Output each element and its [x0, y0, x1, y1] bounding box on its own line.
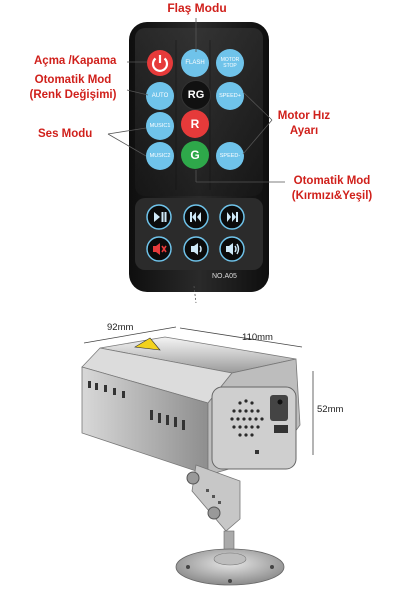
- previous-icon[interactable]: [183, 204, 209, 230]
- rg-button-label: RG: [187, 89, 205, 101]
- motor-stop-button[interactable]: MOTOR STOP: [216, 49, 244, 77]
- flash-button[interactable]: FLASH: [181, 49, 209, 77]
- music2-button-label: MUSIC2: [149, 153, 171, 159]
- green-button[interactable]: G: [181, 141, 209, 169]
- auto-button-label: AUTO: [151, 93, 169, 99]
- depth-dimension-label: 92mm: [107, 322, 134, 333]
- motor-speed-label-line1: Motor Hız: [277, 110, 331, 122]
- green-button-label: G: [190, 148, 200, 162]
- music2-button[interactable]: MUSIC2: [146, 142, 174, 170]
- flash-mode-label: Flaş Modu: [167, 1, 227, 15]
- speed-minus-button[interactable]: SPEED-: [216, 142, 244, 170]
- flash-button-label: FLASH: [185, 60, 205, 66]
- laser-projector: [81, 326, 314, 586]
- power-button[interactable]: [146, 49, 174, 77]
- play-pause-icon[interactable]: [146, 204, 172, 230]
- auto-rg-label-line2: (Kırmızı&Yeşil): [291, 190, 373, 202]
- callout-lines: [107, 18, 285, 304]
- volume-up-icon[interactable]: [219, 236, 245, 262]
- auto-mode-label-line1: Otomatik Mod: [34, 74, 112, 86]
- mute-icon[interactable]: [146, 236, 172, 262]
- auto-mode-label-line2: (Renk Değişimi): [29, 89, 117, 101]
- speed-plus-button[interactable]: SPEED+: [216, 82, 244, 110]
- width-dimension-label: 110mm: [242, 332, 273, 343]
- height-dimension-label: 52mm: [317, 404, 344, 415]
- sound-mode-label: Ses Modu: [38, 128, 93, 140]
- model-label: NO.A05: [212, 273, 237, 280]
- volume-down-icon[interactable]: [183, 236, 209, 262]
- auto-rg-label-line1: Otomatik Mod: [293, 175, 371, 187]
- motor-speed-label-line2: Ayarı: [289, 125, 319, 137]
- red-button-label: R: [190, 117, 200, 131]
- motor-stop-button-label: MOTOR STOP: [220, 57, 240, 69]
- speed-minus-button-label: SPEED-: [219, 153, 241, 159]
- music1-button-label: MUSIC1: [149, 123, 171, 129]
- speed-plus-button-label: SPEED+: [219, 93, 241, 99]
- red-button[interactable]: R: [181, 110, 209, 138]
- rg-button[interactable]: RG: [181, 80, 211, 110]
- auto-button[interactable]: AUTO: [146, 82, 174, 110]
- music1-button[interactable]: MUSIC1: [146, 112, 174, 140]
- power-label: Açma /Kapama: [34, 55, 117, 67]
- next-icon[interactable]: [219, 204, 245, 230]
